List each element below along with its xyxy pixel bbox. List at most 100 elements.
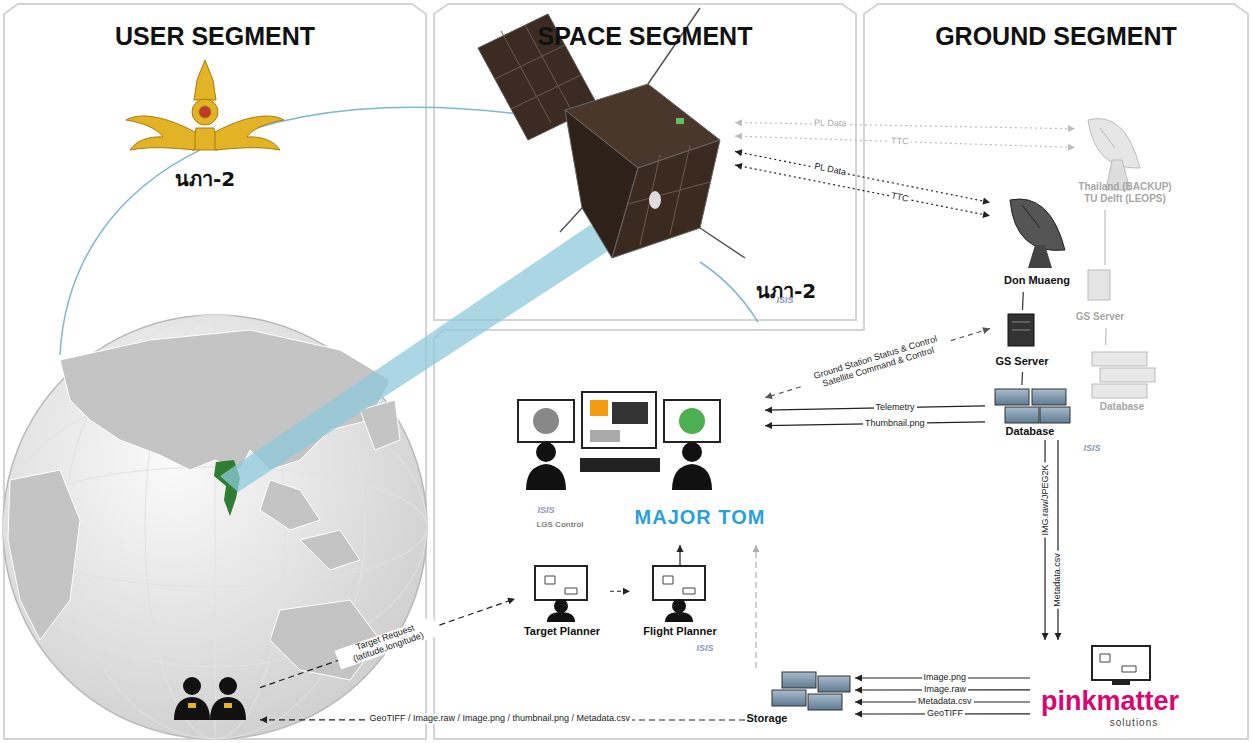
database-box: Database	[1080, 345, 1165, 420]
connector	[735, 149, 990, 204]
edge-label: TTC	[889, 137, 911, 148]
logo-text: ISIS	[696, 644, 713, 654]
satellite-name: นภา-2	[175, 168, 235, 190]
connector	[1105, 328, 1107, 345]
connector-line	[735, 165, 990, 216]
connector-line	[735, 123, 1075, 129]
connector-line	[1022, 292, 1024, 310]
connector-line	[755, 545, 756, 668]
connector	[260, 598, 515, 688]
connector-line	[1057, 440, 1058, 640]
connector-line	[765, 329, 990, 398]
node-text: GS Server	[995, 355, 1048, 368]
planner-workstation	[535, 566, 705, 622]
edge-label: Image.raw	[922, 685, 968, 695]
connector	[753, 545, 760, 668]
processing-box: pinkmattersolutions	[1030, 640, 1190, 732]
ground-station: Don Muaeng	[990, 180, 1085, 292]
node-text: Database	[1006, 425, 1055, 438]
connector	[735, 133, 1075, 151]
edge-label: GeoTIFF	[925, 709, 965, 719]
arrow-head	[623, 588, 630, 595]
node-text: Don Muaeng	[1004, 274, 1070, 287]
connector-line	[735, 136, 1075, 147]
orbit-line	[700, 262, 758, 322]
connector	[677, 545, 684, 565]
planner-box: Flight Planner	[630, 565, 730, 640]
connector	[735, 163, 990, 218]
connector	[610, 588, 630, 595]
connector-line	[260, 599, 515, 688]
segment-panel: USER SEGMENT	[2, 2, 428, 740]
arrow-head	[507, 598, 515, 605]
edge-label: IMG.raw/JPEG2K	[1040, 462, 1050, 537]
arrow-head	[1042, 633, 1049, 640]
connector	[1054, 440, 1061, 640]
node-text: pinkmatter	[1041, 686, 1179, 717]
arrow-head	[765, 422, 772, 429]
control-room: LGS Control MAJOR TOM	[515, 390, 765, 545]
connector	[765, 327, 990, 399]
operator-workstations	[518, 392, 720, 490]
backup-ground-station: Thailand (BACKUP) TU Delft (LEOPS)	[1075, 85, 1175, 210]
connector-line	[1105, 328, 1107, 345]
arrow-head	[855, 674, 862, 681]
arrow-head	[855, 711, 862, 718]
arrow-head	[753, 545, 760, 552]
node-text: USER SEGMENT	[115, 22, 315, 51]
arrow-head	[1068, 125, 1075, 132]
user-group	[160, 672, 260, 724]
edge-label: PL Data	[811, 162, 848, 179]
arrow-head	[855, 698, 862, 705]
database-box: Database	[985, 385, 1075, 440]
arrow-head	[765, 392, 773, 399]
orbit-line	[60, 107, 560, 355]
edge-label: Telemetry	[874, 403, 917, 413]
arrow-head	[735, 149, 743, 156]
connector-line	[735, 151, 990, 202]
connector	[735, 119, 1075, 132]
node-text: Thailand (BACKUP) TU Delft (LEOPS)	[1077, 181, 1173, 204]
server-box: GS Server	[990, 310, 1055, 372]
connector-line	[1021, 372, 1023, 385]
node-text: GROUND SEGMENT	[935, 22, 1177, 51]
arrow-head	[735, 163, 743, 170]
edge-label: Thumbnail.png	[863, 419, 927, 429]
arrow-head	[982, 198, 990, 205]
arrow-head	[735, 119, 742, 126]
node-text: Target Planner	[524, 625, 600, 638]
edge-label: Metadata.csv	[916, 697, 974, 707]
panel-outline	[4, 4, 1248, 739]
connector-line	[1104, 210, 1105, 265]
node-text: Database	[1100, 401, 1144, 413]
arrow-head	[260, 716, 267, 723]
sensor-beam	[220, 225, 625, 492]
logo-text: ISIS	[537, 506, 554, 516]
arrow-head	[1068, 144, 1075, 151]
user-icons	[174, 677, 246, 720]
node-text: Flight Planner	[643, 625, 716, 638]
connector	[1021, 372, 1023, 385]
arrow-head	[982, 211, 990, 218]
arrow-head	[982, 327, 990, 334]
arrow-head	[677, 545, 684, 552]
database-icon	[995, 352, 1155, 423]
satellite: นภา-2	[560, 80, 735, 250]
node-text: MAJOR TOM	[635, 506, 766, 529]
node-text: solutions	[1110, 717, 1158, 729]
arrow-head	[765, 407, 772, 414]
node-text: LGS Control	[536, 520, 583, 529]
edge-label: PL Data	[812, 119, 848, 130]
planner-box: Target Planner	[515, 565, 610, 640]
air-force-emblem	[126, 60, 284, 150]
node-text: SPACE SEGMENT	[538, 22, 753, 51]
arrow-head	[735, 133, 742, 140]
edge-label: Ground Station Status & Control Satellit…	[800, 331, 953, 395]
globe	[3, 315, 427, 739]
edge-label: Target Request (latitude,longitude)	[335, 616, 440, 669]
segment-panel: SPACE SEGMENT นภา-2	[432, 2, 858, 322]
arrow-head	[1054, 633, 1061, 640]
node-text: Storage	[747, 712, 788, 725]
